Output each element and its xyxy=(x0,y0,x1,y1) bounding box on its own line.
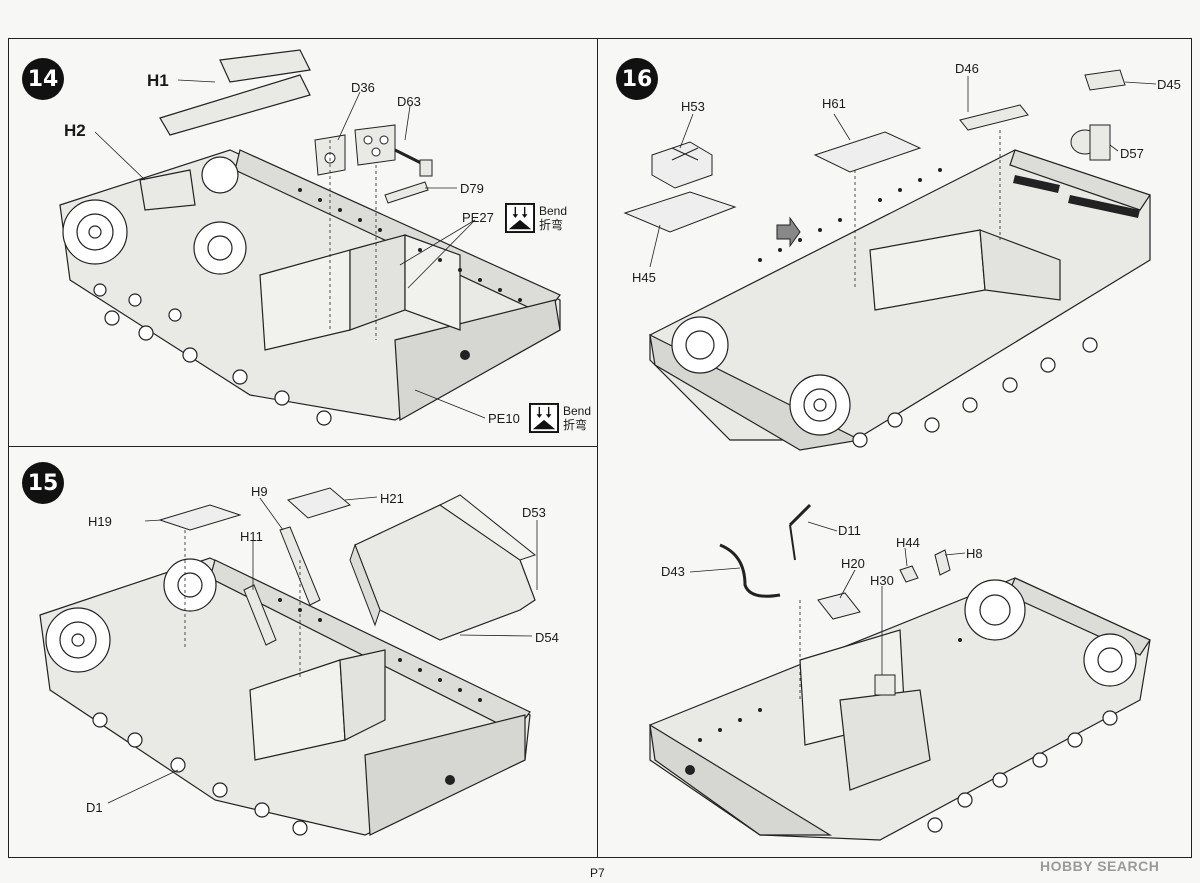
label-h20: H20 xyxy=(841,556,865,571)
bend-text-zh: 折弯 xyxy=(539,218,564,232)
label-d57: D57 xyxy=(1120,146,1144,161)
label-d79: D79 xyxy=(460,181,484,196)
label-d36: D36 xyxy=(351,80,375,95)
label-d1: D1 xyxy=(86,800,103,815)
label-d63: D63 xyxy=(397,94,421,109)
label-h9: H9 xyxy=(251,484,268,499)
label-h11: H11 xyxy=(240,529,263,544)
label-h30: H30 xyxy=(870,573,894,588)
label-h19: H19 xyxy=(88,514,112,529)
panel-step-16 xyxy=(597,38,1192,858)
label-d54: D54 xyxy=(535,630,559,645)
label-h8: H8 xyxy=(966,546,983,561)
step-number-16: 16 xyxy=(616,58,658,100)
label-d53: D53 xyxy=(522,505,546,520)
label-h45: H45 xyxy=(632,270,656,285)
direction-arrow-icon xyxy=(776,216,801,248)
label-h53: H53 xyxy=(681,99,705,114)
watermark-text: HOBBY SEARCH xyxy=(1040,858,1160,874)
step-number-15: 15 xyxy=(22,462,64,504)
bend-text-en: Bend xyxy=(563,404,592,418)
bend-arrow-icon xyxy=(505,203,535,233)
label-pe10: PE10 xyxy=(488,411,520,426)
label-d45: D45 xyxy=(1157,77,1181,92)
hull-drawing-step-15 xyxy=(39,487,538,836)
bend-text-zh: 折弯 xyxy=(563,418,588,432)
label-h44: H44 xyxy=(896,535,920,550)
label-d46: D46 xyxy=(955,61,979,76)
label-h2: H2 xyxy=(64,121,86,140)
page-number: P7 xyxy=(590,866,605,880)
step-number-14: 14 xyxy=(22,58,64,100)
label-h21: H21 xyxy=(380,491,404,506)
hull-drawing-step-14 xyxy=(59,49,561,426)
label-h1: H1 xyxy=(147,71,169,90)
bend-arrow-icon xyxy=(529,403,559,433)
label-d11: D11 xyxy=(838,523,861,538)
label-h61: H61 xyxy=(822,96,846,111)
bend-text-en: Bend xyxy=(539,204,568,218)
label-pe27: PE27 xyxy=(462,210,494,225)
label-d43: D43 xyxy=(661,564,685,579)
